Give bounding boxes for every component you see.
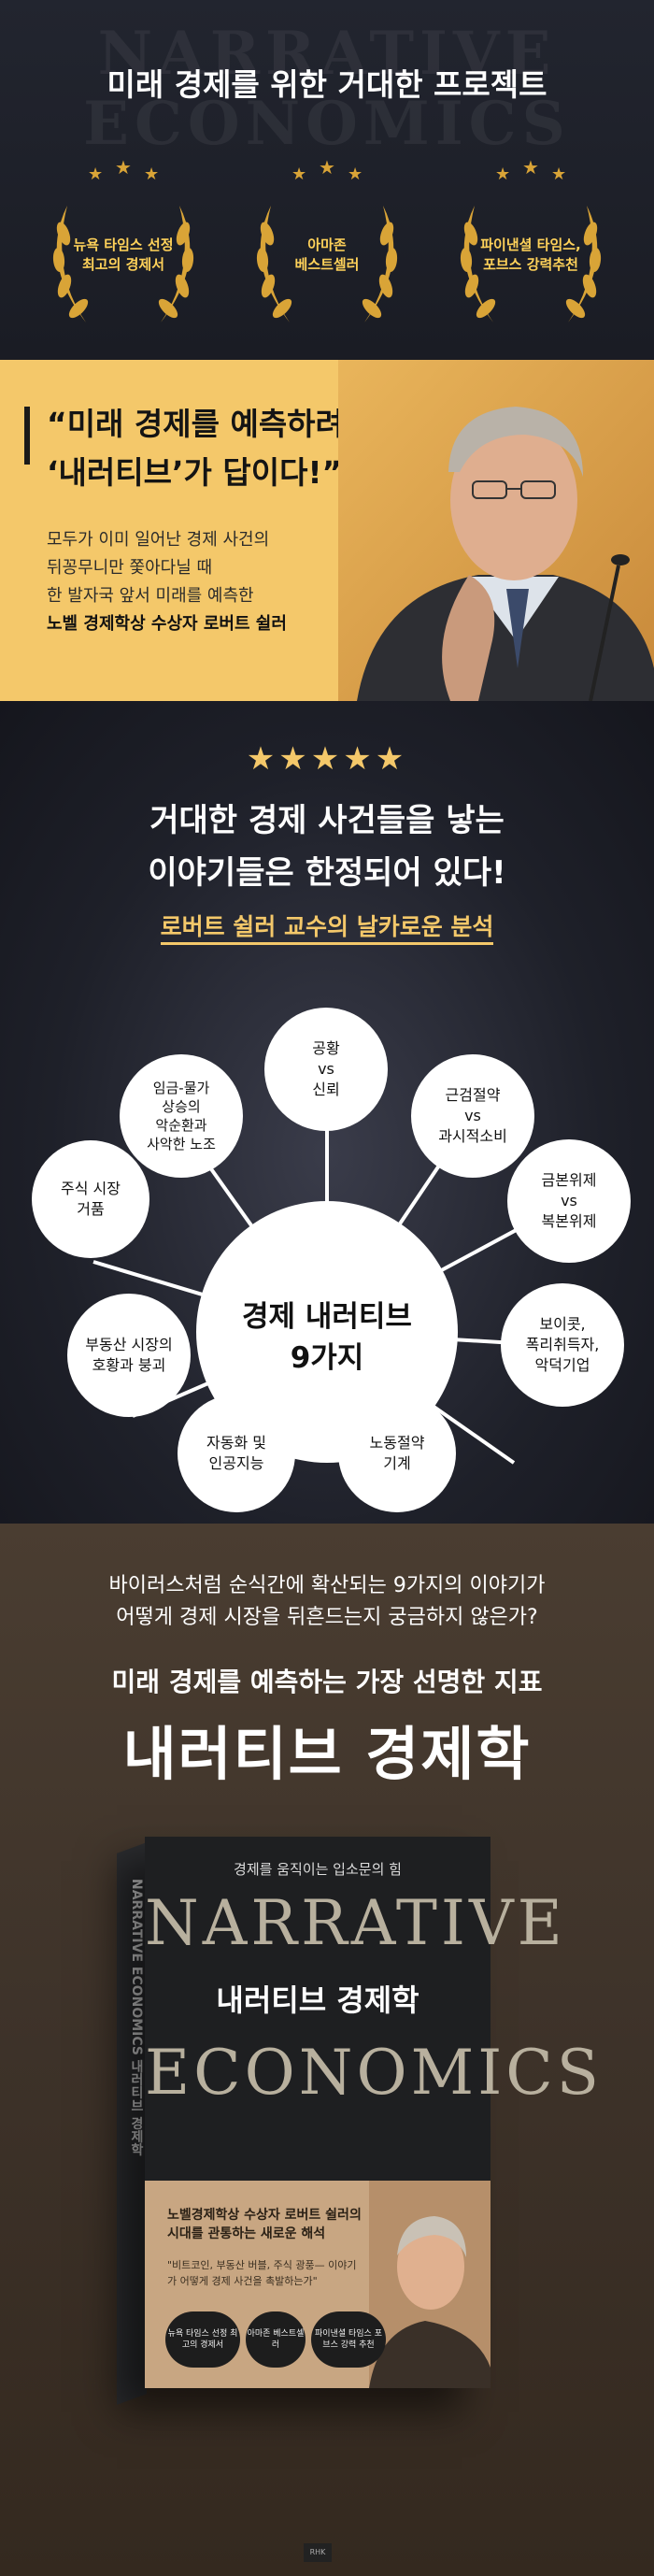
rating-stars-icon: ★★★★★ [246,740,408,778]
laurel-wreath-icon: ★ ★ ★ [460,159,602,322]
laurel-badge-ft: ★ ★ ★ 파이낸셜 타임스, 포브스 강력추천 [437,159,624,346]
svg-text:★: ★ [319,159,335,179]
laurel-text: 최고의 경제서 [81,256,165,273]
quote-line: ‘내러티브’가 답이다!” [47,454,343,491]
cover-english-title: NARRATIVE [145,1887,566,1959]
center-title: 9가지 [290,1341,364,1375]
svg-text:★: ★ [144,165,159,184]
awards-section: NARRATIVE ECONOMICS 미래 경제를 위한 거대한 프로젝트 ★… [0,0,654,360]
cover-award-badge: 뉴욕 타임스 선정 최고의 경제서 [165,2311,240,2368]
intro-line: 바이러스처럼 순식간에 확산되는 9가지의 이야기가 [108,1574,546,1597]
svg-text:★: ★ [495,165,510,184]
laurel-badge-amazon: ★ ★ ★ 아마존 베스트셀러 [234,159,420,346]
cover-blurb: 노벨경제학상 수상자 로버트 쉴러의 [167,2208,362,2223]
cover-tagline: 경제를 움직이는 입소문의 힘 [234,1861,402,1878]
quote-section: “미래 경제를 예측하려면 ‘내러티브’가 답이다!” 모두가 이미 일어난 경… [0,360,654,701]
laurel-wreath-icon: ★ ★ ★ [256,159,398,322]
quote-body: 모두가 이미 일어난 경제 사건의 뒤꽁무니만 쫓아다닐 때 한 발자국 앞서 … [47,526,287,638]
laurel-text: 파이낸셜 타임스, [480,236,581,253]
svg-text:★: ★ [348,165,363,184]
laurel-text: 뉴욕 타임스 선정 [73,236,174,253]
body-line: 한 발자국 앞서 미래를 예측한 [47,586,254,606]
book-section: 바이러스처럼 순식간에 확산되는 9가지의 이야기가 어떻게 경제 시장을 뒤흔… [0,1524,654,2576]
svg-text:★: ★ [291,165,306,184]
book-tagline-heading: 미래 경제를 예측하는 가장 선명한 지표 [111,1667,543,1697]
narratives-section: ★★★★★ 거대한 경제 사건들을 낳는 이야기들은 한정되어 있다! 로버트 … [0,701,654,1524]
cover-award-badge: 아마존 베스트셀러 [246,2311,306,2368]
center-title: 경제 내러티브 [242,1300,412,1334]
body-line-bold: 노벨 경제학상 수상자 로버트 쉴러 [47,614,287,634]
author-photo [338,360,654,701]
cover-blurb: 시대를 관통하는 새로운 해석 [167,2226,326,2241]
laurel-wreath-icon: ★ ★ ★ [52,159,194,322]
ghost-title: NARRATIVE ECONOMICS [83,19,571,159]
svg-text:★: ★ [522,159,539,179]
quote-bar [24,407,30,465]
laurel-badge-nyt: ★ ★ ★ 뉴욕 타임스 선정 최고의 경제서 [30,159,217,346]
section-subhead: 로버트 쉴러 교수의 날카로운 분석 [0,909,654,945]
cover-english-title: ECONOMICS [145,2037,604,2109]
quote-line: “미래 경제를 예측하려면 [47,406,373,442]
publisher-logo: RHK [304,2543,332,2562]
cover-korean-title: 내러티브 경제학 [216,1982,419,2018]
section-headline: 거대한 경제 사건들을 낳는 [149,802,505,839]
cover-award-badge: 파이낸셜 타임스 포브스 강력 추천 [311,2311,386,2368]
svg-text:★: ★ [115,159,132,179]
book-title-heading: 내러티브 경제학 [122,1720,532,1788]
laurel-text: 포브스 강력추천 [483,256,578,273]
book-cover: 경제를 움직이는 입소문의 힘 NARRATIVE 내러티브 경제학 ECONO… [145,1837,604,2388]
cover-author-photo [369,2181,490,2388]
book-spine-text: NARRATIVE ECONOMICS 내러티브 경제학 [129,1879,144,2156]
page-headline: 미래 경제를 위한 거대한 프로젝트 [107,66,547,103]
laurel-text: 베스트셀러 [294,256,360,273]
body-line: 뒤꽁무니만 쫓아다닐 때 [47,558,213,578]
body-line: 모두가 이미 일어난 경제 사건의 [47,530,270,550]
narrative-node: 보이콧,폭리취득자,악덕기업 [501,1283,624,1407]
svg-text:★: ★ [88,165,103,184]
cover-lower-band: 노벨경제학상 수상자 로버트 쉴러의 시대를 관통하는 새로운 해석 "비트코인… [145,2181,490,2388]
svg-text:★: ★ [551,165,566,184]
intro-line: 어떻게 경제 시장을 뒤흔드는지 궁금하지 않은가? [116,1606,538,1629]
cover-quote: "비트코인, 부동산 버블, 주식 광풍— 이야기가 어떻게 경제 사건을 촉발… [167,2259,357,2287]
section-headline: 이야기들은 한정되어 있다! [148,854,506,892]
laurel-text: 아마존 [307,236,347,253]
